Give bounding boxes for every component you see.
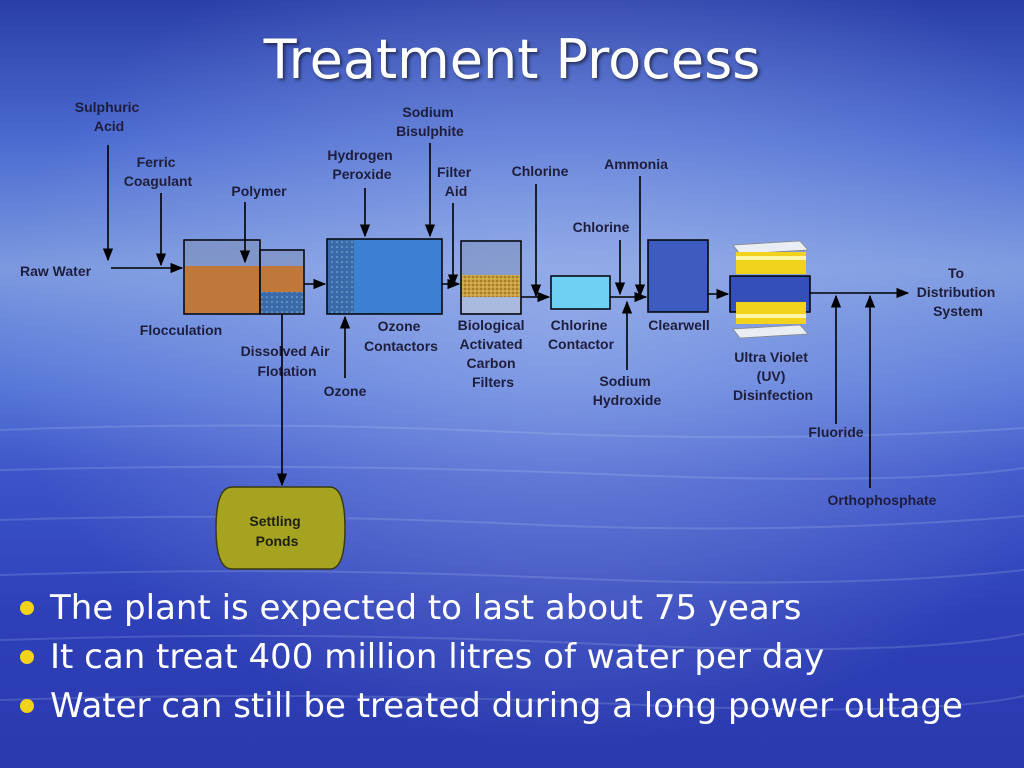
label-settling-ponds: Settling Ponds	[249, 513, 304, 549]
bullet-item: It can treat 400 million litres of water…	[14, 635, 1014, 684]
bullet-text: Water can still be treated during a long…	[50, 686, 963, 726]
stage-labels: Flocculation Dissolved Air Flotation Ozo…	[140, 317, 813, 403]
settling-ponds: Settling Ponds	[215, 486, 346, 570]
tank-clearwell	[647, 239, 709, 313]
label-ammonia: Ammonia	[604, 156, 668, 172]
tank-ozone-contactors	[326, 238, 443, 315]
input-labels: Sulphuric Acid Ferric Coagulant Polymer …	[20, 99, 999, 508]
label-fluoride: Fluoride	[808, 424, 863, 440]
label-chlorine-2: Chlorine	[573, 219, 630, 235]
bullet-dot-icon	[20, 699, 34, 713]
bullet-list: The plant is expected to last about 75 y…	[14, 586, 1014, 733]
tank-dissolved-air-flotation	[259, 249, 305, 315]
label-sodium-hydroxide: Sodium Hydroxide	[593, 373, 662, 408]
bullet-dot-icon	[20, 601, 34, 615]
label-ferric-coagulant: Ferric Coagulant	[124, 154, 193, 189]
label-chlorine-contactor: Chlorine Contactor	[548, 317, 615, 352]
label-hydrogen-peroxide: Hydrogen Peroxide	[327, 147, 396, 182]
label-clearwell: Clearwell	[648, 317, 709, 333]
label-to-distribution: To Distribution System	[917, 265, 999, 319]
bullet-item: Water can still be treated during a long…	[14, 684, 1014, 733]
uv-disinfection-unit	[729, 240, 811, 339]
label-polymer: Polymer	[231, 183, 287, 199]
label-ozone-contactors: Ozone Contactors	[364, 318, 438, 354]
label-filter-aid: Filter Aid	[437, 164, 475, 199]
label-orthophosphate: Orthophosphate	[828, 492, 937, 508]
bullet-text: It can treat 400 million litres of water…	[50, 637, 825, 677]
label-sodium-bisulphite: Sodium Bisulphite	[396, 104, 464, 139]
bullet-text: The plant is expected to last about 75 y…	[50, 588, 802, 628]
tank-bac-filters	[460, 240, 522, 315]
bullet-item: The plant is expected to last about 75 y…	[14, 586, 1014, 635]
bullet-dot-icon	[20, 650, 34, 664]
label-chlorine-1: Chlorine	[512, 163, 569, 179]
tank-chlorine-contactor	[550, 275, 611, 310]
label-ozone: Ozone	[324, 383, 367, 399]
tank-flocculation	[183, 239, 261, 315]
label-raw-water: Raw Water	[20, 263, 92, 279]
label-dissolved-air-flotation: Dissolved Air Flotation	[241, 343, 334, 379]
label-sulphuric-acid: Sulphuric Acid	[75, 99, 143, 134]
slide-title: Treatment Process	[263, 28, 761, 91]
label-flocculation: Flocculation	[140, 322, 222, 338]
flow-arrows	[102, 143, 910, 488]
label-uv-disinfection: Ultra Violet (UV) Disinfection	[733, 349, 813, 403]
label-bac-filters: Biological Activated Carbon Filters	[458, 317, 529, 390]
